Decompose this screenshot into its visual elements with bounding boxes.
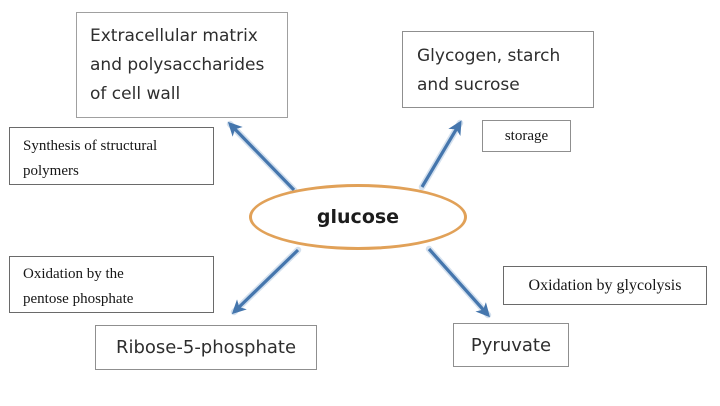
arrow-glucose-to-extracellular bbox=[226, 120, 298, 194]
edge-label-oxidation-pentose-phosphate: Oxidation by the pentose phosphate bbox=[9, 256, 214, 313]
edge-label-glycolysis-text: Oxidation by glycolysis bbox=[528, 276, 682, 294]
edge-label-pentose-line-1: Oxidation by the bbox=[23, 266, 124, 282]
edge-label-oxidation-by-glycolysis: Oxidation by glycolysis bbox=[503, 266, 707, 305]
node-glycogen-line-1: Glycogen, starch bbox=[417, 46, 561, 66]
edge-label-synthesis-line-2: polymers bbox=[23, 163, 79, 179]
node-ribose-5-phosphate-box: Ribose-5-phosphate bbox=[95, 325, 317, 370]
arrow-glucose-to-glycogen bbox=[418, 119, 464, 191]
node-glycogen-line-2: and sucrose bbox=[417, 75, 520, 95]
edge-label-synthesis-line-1: Synthesis of structural bbox=[23, 138, 158, 154]
node-pyruvate-box: Pyruvate bbox=[453, 323, 569, 367]
node-extracellular-matrix-box: Extracellular matrix and polysaccharides… bbox=[76, 12, 288, 118]
edge-label-storage-text: storage bbox=[504, 127, 549, 144]
edge-label-synthesis-of-structural-polymers: Synthesis of structural polymers bbox=[9, 127, 214, 185]
node-ribose-text: Ribose-5-phosphate bbox=[115, 337, 297, 358]
node-extracellular-line-1: Extracellular matrix bbox=[90, 26, 258, 46]
node-pyruvate-text: Pyruvate bbox=[470, 334, 552, 356]
edge-label-pentose-line-2: pentose phosphate bbox=[23, 291, 134, 307]
arrow-glucose-to-ribose bbox=[230, 246, 302, 316]
node-glycogen-starch-sucrose-box: Glycogen, starch and sucrose bbox=[402, 31, 594, 108]
arrow-glucose-to-pyruvate bbox=[425, 245, 492, 319]
node-extracellular-line-3: of cell wall bbox=[90, 84, 181, 104]
node-glucose-ellipse: glucose bbox=[249, 184, 467, 250]
node-extracellular-line-2: and polysaccharides bbox=[90, 55, 265, 75]
node-glucose-text: glucose bbox=[316, 206, 400, 228]
edge-label-storage: storage bbox=[482, 120, 571, 152]
